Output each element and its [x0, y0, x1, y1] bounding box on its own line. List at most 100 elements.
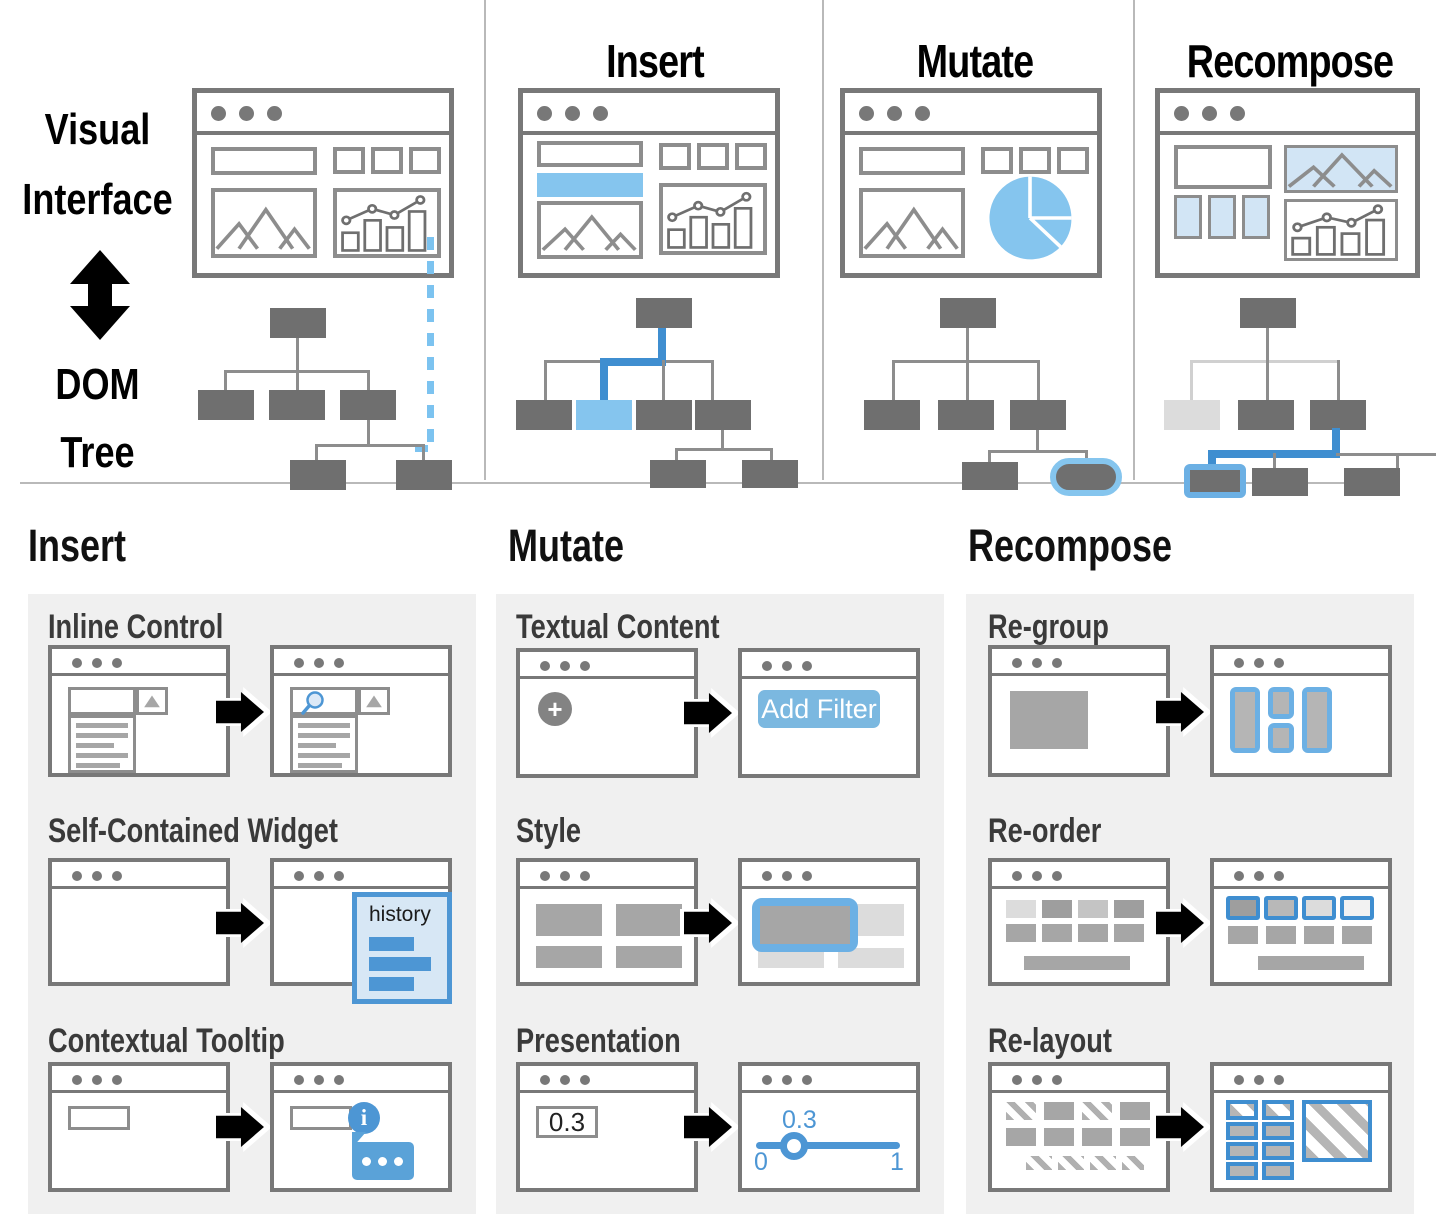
tree-edge [1337, 360, 1340, 402]
tile-relaid[interactable] [1262, 1100, 1294, 1120]
tile [1304, 926, 1334, 944]
bidirectional-arrow-icon [70, 250, 130, 340]
tile-reordered[interactable] [1340, 896, 1374, 920]
search-icon[interactable] [295, 690, 357, 716]
window-tooltip-before [48, 1062, 230, 1192]
window-dot [560, 871, 570, 881]
widget-tile [333, 147, 365, 174]
window-dot [72, 871, 82, 881]
tile-relaid[interactable] [1226, 1100, 1258, 1120]
window-recompose [1155, 88, 1420, 278]
widget-image-panel [859, 188, 965, 258]
window-relayout-after [1210, 1062, 1392, 1192]
tree-edge [1266, 360, 1269, 402]
divider-col-2 [822, 0, 824, 480]
dom-node [742, 460, 798, 488]
dom-node-root [1240, 298, 1296, 328]
add-filter-button[interactable]: Add Filter [758, 690, 880, 728]
tile-relaid-large[interactable] [1302, 1100, 1372, 1162]
window-titlebar [742, 1066, 916, 1093]
dom-node-root [270, 308, 326, 338]
window-titlebar [1214, 1066, 1388, 1093]
dropdown-toggle[interactable] [358, 687, 390, 715]
tooltip-dot [394, 1157, 403, 1166]
tile-relaid[interactable] [1226, 1122, 1258, 1140]
window-relayout-before [988, 1062, 1170, 1192]
tree-edge [1336, 453, 1436, 456]
window-titlebar [523, 93, 775, 135]
tile [1114, 924, 1144, 942]
dom-tree-insert [508, 298, 808, 488]
slider-handle[interactable] [780, 1132, 808, 1160]
window-mutate [840, 88, 1102, 278]
slider-track[interactable] [756, 1142, 900, 1149]
overflow-fragment [1058, 1156, 1084, 1170]
window-dot [580, 1075, 590, 1085]
divider-col-3 [1133, 0, 1135, 480]
window-widget-before [48, 858, 230, 986]
group-column[interactable] [1302, 687, 1332, 753]
input-field-with-search[interactable] [290, 687, 358, 715]
widget-image-panel [537, 201, 643, 259]
tree-edge [966, 328, 969, 362]
mountain-icon [1287, 152, 1393, 188]
content-block-emphasized[interactable] [752, 898, 858, 952]
input-field[interactable] [68, 1106, 130, 1130]
group-column[interactable] [1268, 723, 1294, 753]
history-bar [369, 977, 414, 991]
group-column[interactable] [1268, 687, 1294, 719]
tile [1120, 1102, 1150, 1120]
window-dot [580, 661, 590, 671]
column-title-mutate: Mutate [916, 35, 1034, 87]
dom-node [962, 462, 1018, 490]
tile-relaid[interactable] [1262, 1142, 1294, 1160]
window-titlebar [52, 1066, 226, 1093]
footer-bar [1258, 956, 1364, 970]
window-dot [267, 106, 282, 121]
value-input-field[interactable]: 0.3 [536, 1106, 598, 1138]
window-titlebar [1214, 862, 1388, 889]
window-dot [782, 871, 792, 881]
example-label-style: Style [516, 812, 582, 850]
input-field[interactable] [290, 1106, 352, 1130]
window-titlebar [197, 93, 449, 135]
tree-edge [1273, 453, 1276, 470]
window-titlebar [52, 649, 226, 676]
window-titlebar [742, 652, 916, 679]
example-label-inline-control: Inline Control [48, 608, 224, 646]
window-titlebar [274, 862, 448, 889]
pie-chart-icon [989, 176, 1072, 260]
tile [1266, 926, 1296, 944]
window-titlebar [1214, 649, 1388, 676]
tile-reordered[interactable] [1302, 896, 1336, 920]
window-dot [540, 871, 550, 881]
tile-relaid[interactable] [1226, 1142, 1258, 1160]
list-line [76, 723, 128, 728]
tile-reordered[interactable] [1226, 896, 1260, 920]
list-line [298, 753, 350, 758]
dropdown-toggle[interactable] [136, 687, 168, 715]
mountain-icon [215, 206, 311, 250]
tile-relaid[interactable] [1262, 1162, 1294, 1180]
input-field[interactable] [68, 687, 136, 715]
group-column[interactable] [1230, 687, 1260, 753]
window-dot [540, 1075, 550, 1085]
window-dot [334, 658, 344, 668]
section-title-insert: Insert [28, 520, 127, 571]
add-icon[interactable]: + [538, 692, 572, 726]
window-titlebar [845, 93, 1097, 135]
tile-relaid[interactable] [1262, 1122, 1294, 1140]
history-widget[interactable]: history [352, 892, 452, 1004]
tile-relaid[interactable] [1226, 1162, 1258, 1180]
window-titlebar [520, 862, 694, 889]
dropdown-list [290, 715, 358, 773]
content-block-faded [758, 948, 824, 968]
window-regroup-before [988, 645, 1170, 777]
window-dot [1052, 871, 1062, 881]
tree-edge [988, 450, 1088, 453]
tile-reordered[interactable] [1264, 896, 1298, 920]
window-dot [1052, 658, 1062, 668]
info-icon[interactable]: i [348, 1102, 380, 1134]
widget-search-bar [537, 141, 643, 167]
